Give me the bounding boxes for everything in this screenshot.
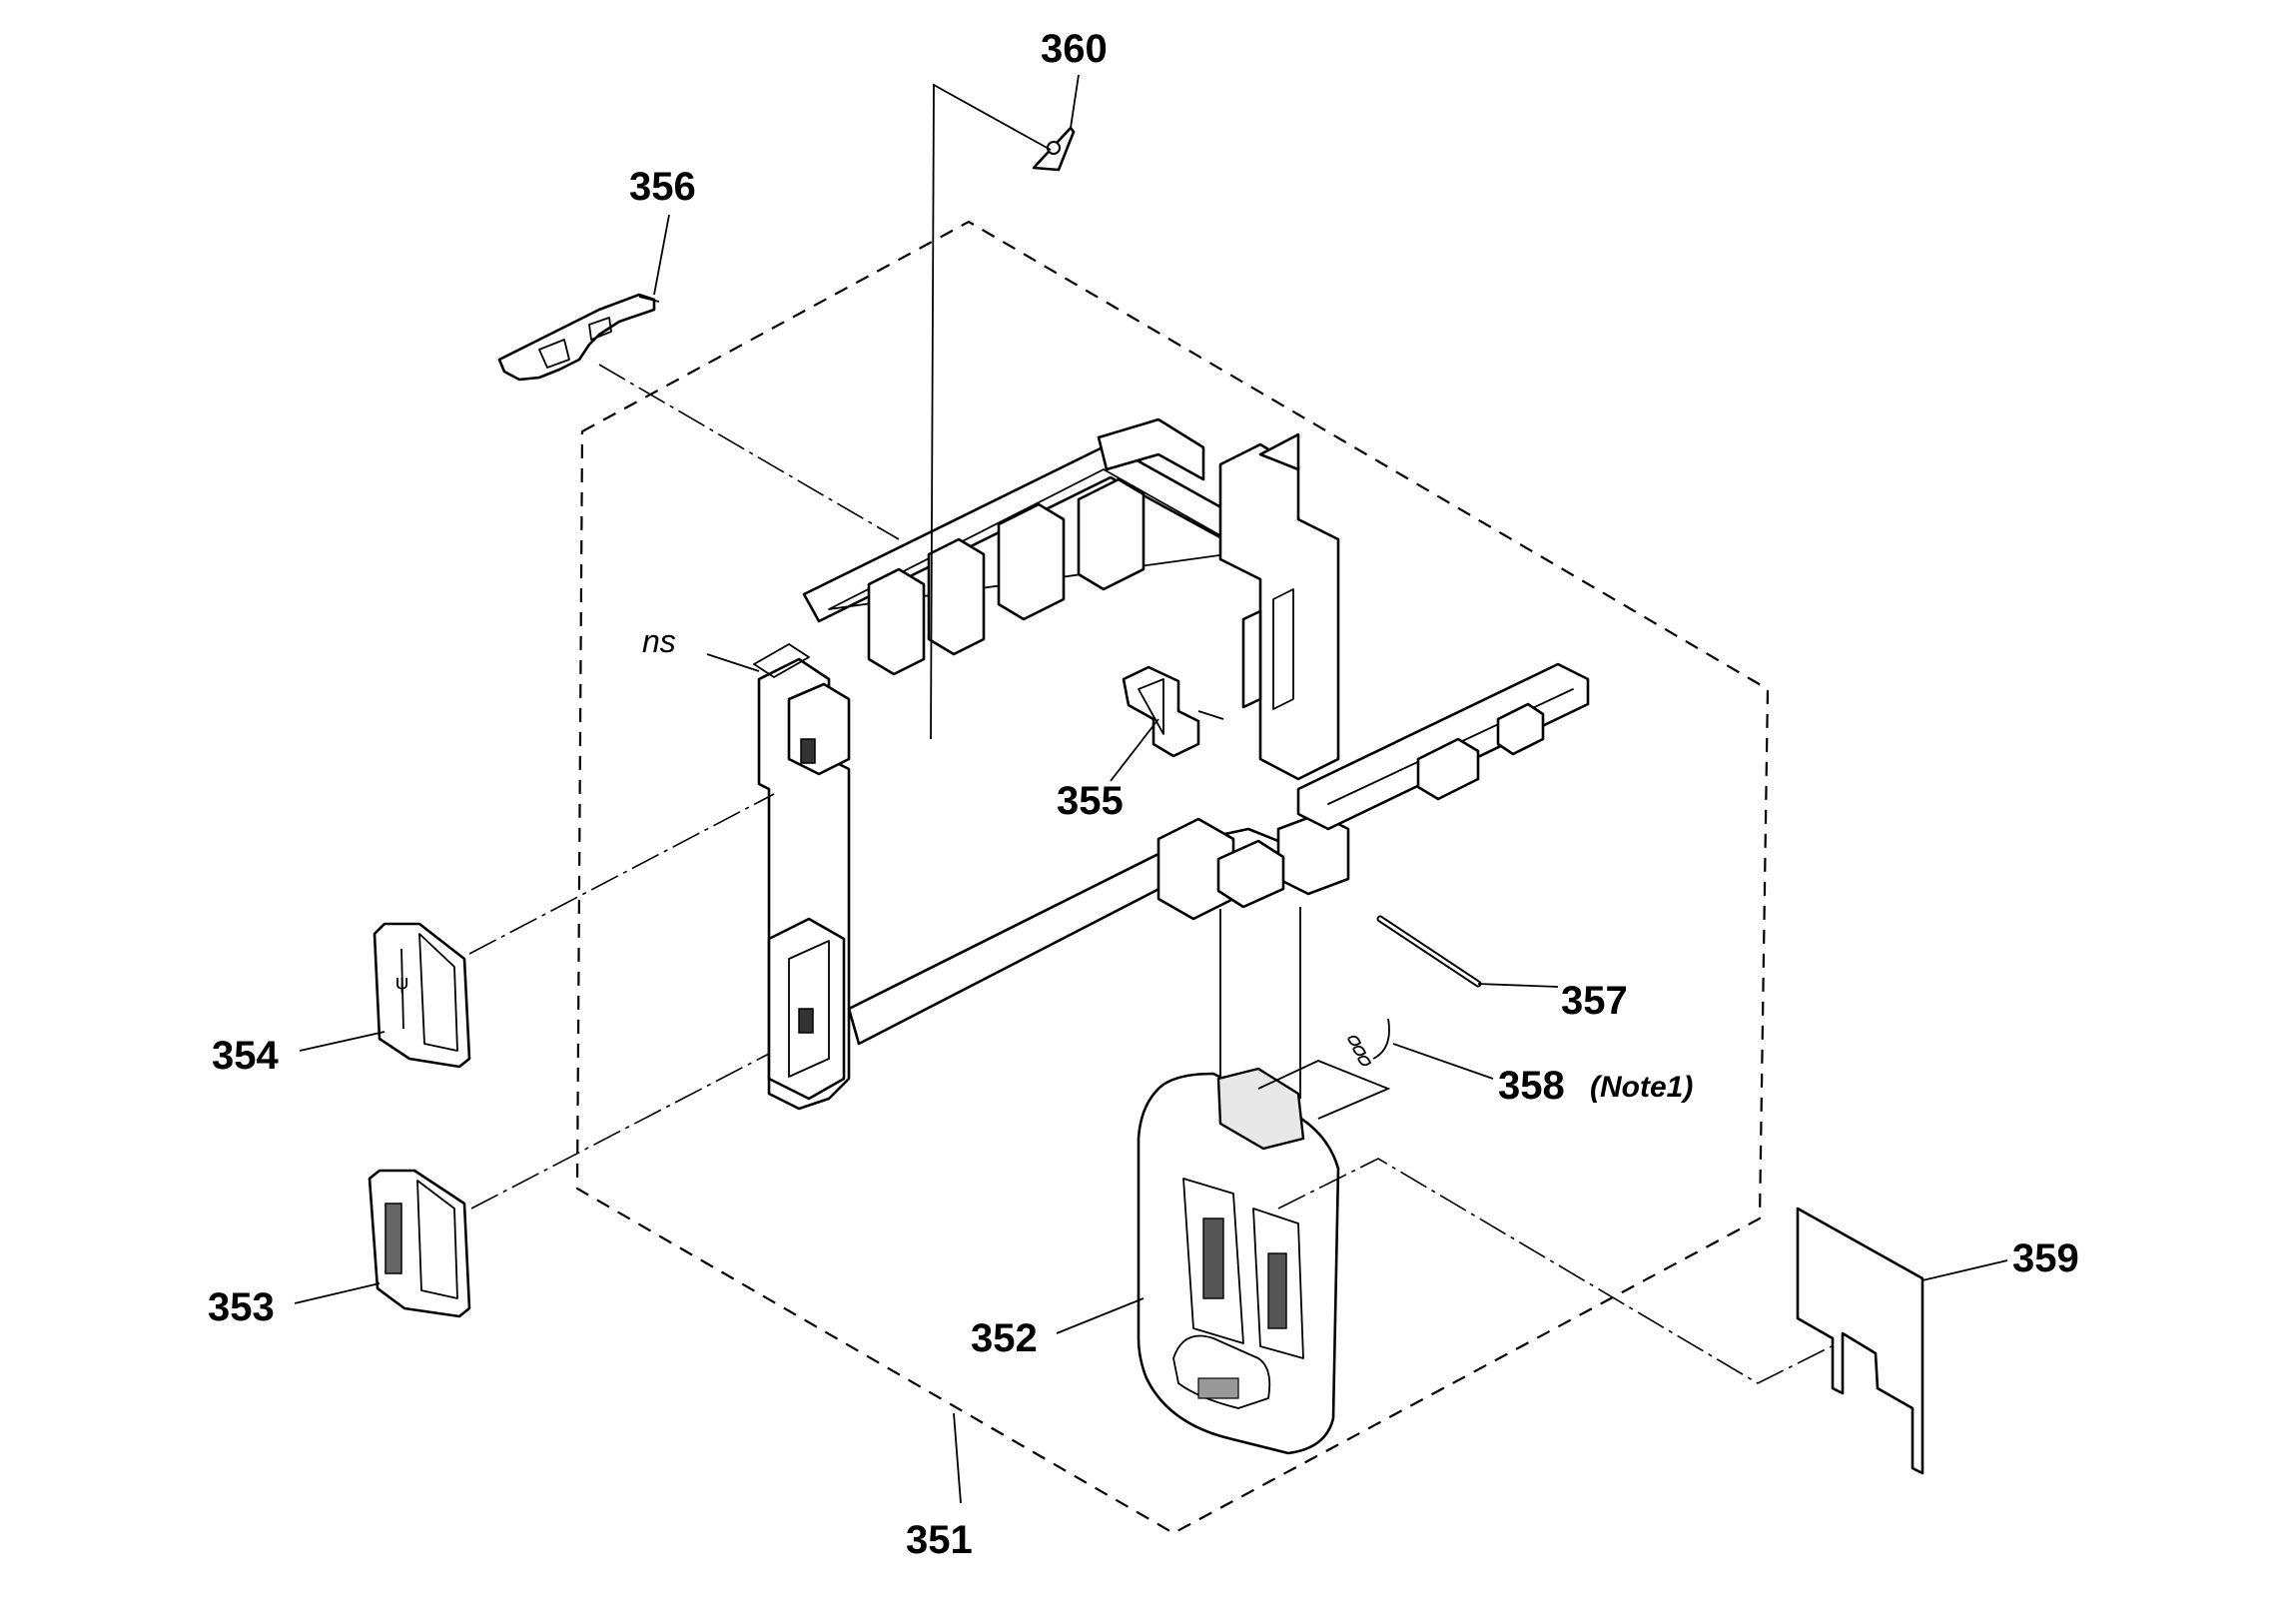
- part-358-spring: [1347, 1018, 1390, 1067]
- main-frame-part: [753, 417, 1590, 1111]
- part-labels: 360 356 ns 355 357 358 (Note1) 354 353 3…: [208, 27, 2079, 1562]
- part-359-sheet: [1796, 1207, 1924, 1475]
- part-354-cover: ψ: [373, 922, 471, 1069]
- label-359: 359: [2012, 1236, 2079, 1280]
- label-354: 354: [212, 1034, 279, 1078]
- label-358: 358: [1498, 1064, 1565, 1108]
- label-356: 356: [629, 165, 696, 209]
- part-356-bracket: [497, 293, 660, 382]
- label-ns: ns: [642, 623, 676, 659]
- label-352: 352: [971, 1316, 1038, 1360]
- part-360-shield: [1032, 126, 1076, 172]
- label-353: 353: [208, 1285, 275, 1329]
- part-353-cover: [368, 1169, 471, 1318]
- label-355: 355: [1057, 779, 1124, 823]
- svg-text:ψ: ψ: [395, 970, 408, 994]
- part-357-rod: [1376, 915, 1482, 988]
- assembly-351-boundary: [575, 220, 1770, 1535]
- label-351: 351: [906, 1518, 973, 1562]
- part-352-rear-cover: [1137, 1067, 1340, 1455]
- part-355-bracket: [1122, 665, 1224, 758]
- label-357: 357: [1561, 979, 1628, 1023]
- assembly-lines: [294, 74, 2008, 1504]
- label-358-note: (Note1): [1590, 1071, 1693, 1104]
- label-360: 360: [1041, 27, 1108, 71]
